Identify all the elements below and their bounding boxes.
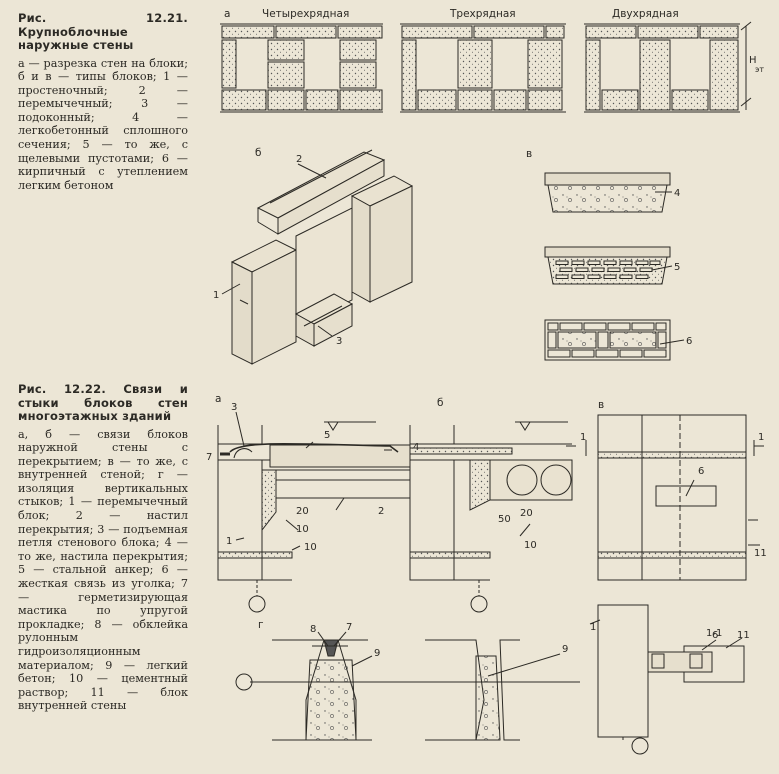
wall-type-two-row: Двухрядная: [612, 8, 679, 20]
section-mark-right: 1: [758, 432, 764, 443]
joint-panel-g: г 8 7 9 9: [235, 619, 580, 741]
callout-5: 5: [674, 262, 680, 273]
dim-20: 20: [296, 506, 309, 517]
callout-7: 7: [206, 452, 212, 463]
callout-1: 1: [213, 290, 219, 301]
callout-6: 6: [686, 336, 692, 347]
callout-9: 9: [374, 648, 380, 659]
three-row-wall: [400, 23, 566, 113]
callout-4: 4: [674, 188, 680, 199]
panel-letter-b: б: [255, 147, 261, 159]
callout-3: 3: [231, 402, 237, 413]
caption-fig-12-21: Рис. 12.21. Крупноблочные наружные стены…: [18, 11, 188, 192]
callout-6: 6: [698, 466, 704, 477]
joint-panel-a: а 3 5 4 7 20 10 10 1: [206, 393, 419, 613]
callout-10a: 10: [296, 524, 309, 535]
caption-title: Рис. 12.22. Связи и стыки блоков стен мн…: [18, 382, 188, 423]
block-types-panel: б 2 1 3: [213, 147, 414, 365]
panel-letter-v2: в: [598, 399, 604, 411]
callout-9b: 9: [562, 644, 568, 655]
callout-10c: 10: [524, 540, 537, 551]
joint-panel-b: б 50 20 10: [409, 397, 573, 613]
callout-7b: 7: [346, 622, 352, 633]
panel-letter-a2: а: [215, 393, 221, 405]
dim-20b: 20: [520, 508, 533, 519]
block-sections-panel: в 4 5 6: [526, 148, 692, 361]
four-row-wall: [220, 23, 383, 113]
section-mark-left: 1: [580, 432, 586, 443]
callout-8: 8: [310, 624, 316, 635]
panel-letter-b2: б: [437, 397, 443, 409]
height-subscript: эт: [755, 65, 764, 74]
callout-2: 2: [378, 506, 384, 517]
callout-3: 3: [336, 336, 342, 347]
wall-type-four-row: Четырехрядная: [262, 8, 349, 20]
caption-title: Рис. 12.21. Крупноблочные наружные стены: [18, 11, 188, 52]
dim-50: 50: [498, 514, 511, 525]
callout-11: 11: [754, 548, 767, 559]
panel-letter-a: а: [224, 8, 230, 20]
callout-6b: 6: [712, 630, 718, 641]
callout-1b: 1: [590, 622, 596, 633]
panel-letter-g: г: [258, 619, 264, 631]
joint-panel-v: в 1 1 6 11: [566, 399, 767, 581]
callout-5: 5: [324, 430, 330, 441]
callout-11b: 11: [737, 630, 750, 641]
wall-type-three-row: Трехрядная: [449, 8, 516, 20]
panel-letter-v: в: [526, 148, 532, 160]
height-label: Н: [749, 55, 757, 66]
callout-2: 2: [296, 154, 302, 165]
caption-text: а, б — связи блоков наружной стены с пер…: [18, 427, 188, 713]
callout-10b: 10: [304, 542, 317, 553]
wall-cutting-panel: а Четырехрядная Трехрядная Двухрядная: [220, 8, 764, 113]
two-row-wall: [584, 23, 740, 113]
section-1-1: 1-1 6 11 1: [589, 604, 750, 755]
caption-fig-12-22: Рис. 12.22. Связи и стыки блоков стен мн…: [18, 382, 188, 713]
section-label: 1-1: [706, 628, 722, 639]
callout-1: 1: [226, 536, 232, 547]
caption-text: а — разрезка стен на блоки; б и в — типы…: [18, 56, 188, 192]
